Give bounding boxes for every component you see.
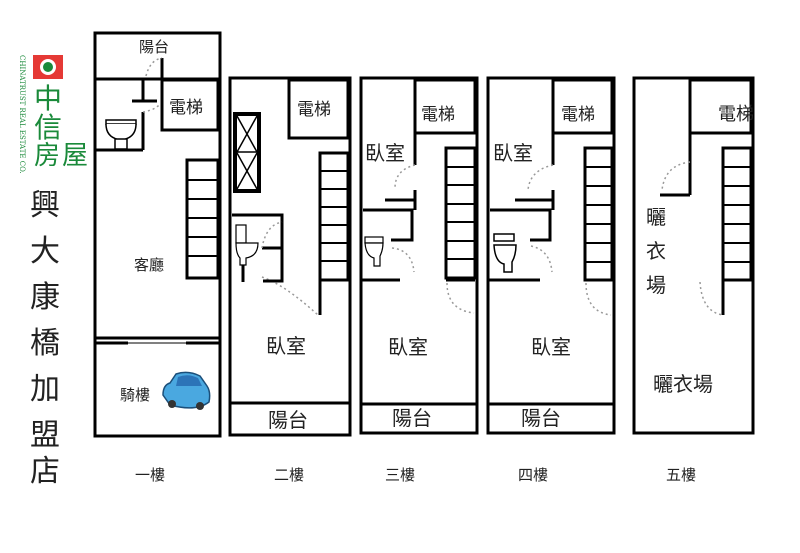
title-char: 大 (30, 234, 60, 269)
title-char: 加 (30, 372, 60, 407)
room-label-drying-area: 曬 (646, 205, 666, 229)
room-label-living-room: 客廳 (134, 256, 164, 274)
room-label-balcony: 陽台 (392, 406, 432, 430)
floor-3: 電梯 臥室 臥室 陽台 (359, 76, 479, 435)
title-char: 店 (30, 454, 60, 489)
room-label-drying-area: 曬衣場 (653, 372, 713, 396)
floor-1: 陽台 電梯 客廳 騎樓 (93, 31, 222, 438)
store-title: 興 大 康 橋 加 盟 店 (30, 188, 60, 489)
elevator (413, 78, 477, 135)
room-label-drying-area: 衣 (646, 239, 666, 263)
room-label-balcony: 陽台 (268, 408, 308, 432)
title-char: 盟 (30, 418, 60, 453)
title-char: 興 (30, 188, 60, 223)
room-label-drying-area: 場 (646, 273, 666, 297)
stairs (721, 146, 753, 315)
room-label-arcade: 騎樓 (120, 386, 150, 404)
toilet-icon (493, 233, 517, 273)
logo: CHINATRUST REAL ESTATE CO. 中 信 房 屋 (18, 55, 88, 174)
floor-labels: 一樓 二樓 三樓 四樓 五樓 (135, 466, 696, 484)
stairs (583, 146, 614, 282)
stairs (185, 158, 220, 280)
logo-char: 中 (34, 82, 62, 115)
logo-char: 房 (34, 141, 60, 171)
toilet-icon (235, 224, 259, 266)
elevator (160, 78, 220, 132)
room-label-bedroom: 臥室 (365, 141, 405, 165)
room-label-balcony: 陽台 (521, 406, 561, 430)
floor-label: 一樓 (135, 466, 165, 484)
room-label-elevator: 電梯 (718, 104, 754, 125)
floor-5: 電梯 曬 衣 場 曬衣場 (632, 76, 755, 435)
room-label-bedroom: 臥室 (266, 334, 306, 358)
logo-char: 信 (34, 111, 62, 144)
toilet-icon (105, 119, 137, 150)
toilet-icon (364, 236, 384, 267)
elevator (551, 78, 614, 135)
floor-2: 電梯 臥室 陽台 (228, 76, 352, 437)
floor-label: 四樓 (518, 466, 548, 484)
logo-char: 屋 (62, 141, 88, 171)
room-label-elevator: 電梯 (561, 105, 595, 125)
floor-label: 三樓 (385, 466, 415, 484)
title-char: 康 (30, 280, 60, 315)
logo-english: CHINATRUST REAL ESTATE CO. (18, 55, 26, 174)
elevator (688, 78, 753, 135)
title-char: 橋 (30, 326, 60, 361)
room-label-bedroom: 臥室 (388, 335, 428, 359)
room-label-elevator: 電梯 (169, 98, 203, 118)
room-label-elevator: 電梯 (297, 100, 331, 120)
room-label-elevator: 電梯 (421, 105, 455, 125)
room-label-balcony: 陽台 (139, 38, 169, 56)
wardrobe-icon (233, 112, 261, 193)
floor-4: 電梯 臥室 臥室 陽台 (486, 76, 616, 435)
floor-label: 二樓 (274, 466, 304, 484)
stairs (444, 146, 477, 280)
room-label-bedroom: 臥室 (493, 141, 533, 165)
stairs (318, 151, 350, 315)
floor-label: 五樓 (666, 466, 696, 484)
room-label-bedroom: 臥室 (531, 335, 571, 359)
elevator (287, 78, 350, 140)
car-icon (162, 371, 211, 410)
